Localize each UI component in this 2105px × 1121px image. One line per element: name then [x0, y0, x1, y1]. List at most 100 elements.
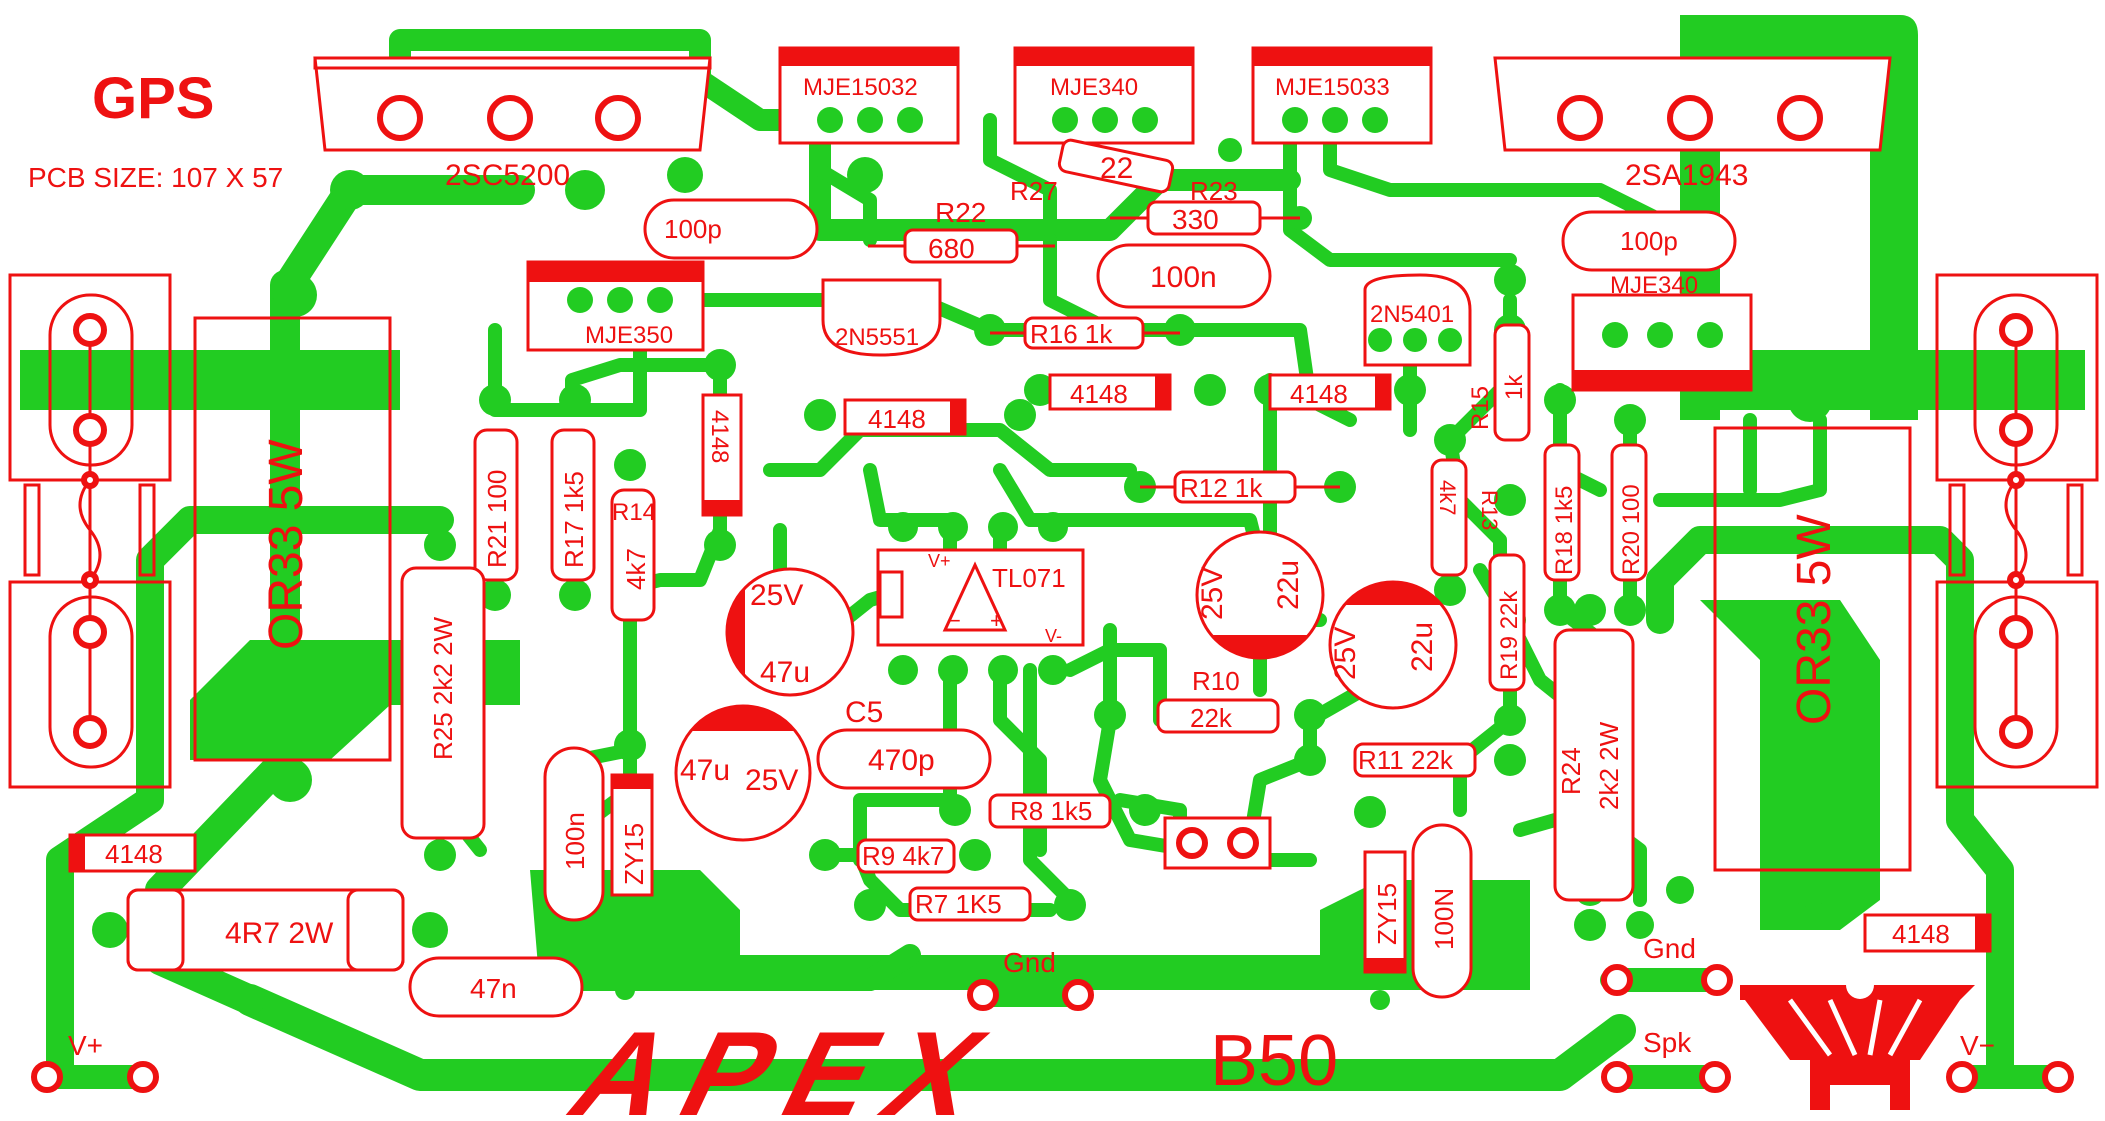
pad	[565, 170, 605, 210]
capacitor-22u-d-value: 22u	[1406, 622, 1439, 672]
resistor-r14-value: 4k7	[621, 548, 651, 590]
pad	[1494, 484, 1526, 516]
pad	[424, 839, 456, 871]
capacitor-c5-body	[816, 728, 992, 790]
pad	[1024, 374, 1056, 406]
pad	[704, 349, 736, 381]
resistor-r10-body	[1156, 698, 1280, 734]
capacitor-100n-top-body	[1096, 243, 1272, 309]
diode-4148-c-band	[1375, 375, 1390, 409]
resistor-4r7-end-left	[126, 888, 185, 972]
pad	[1218, 138, 1242, 162]
pad	[1647, 322, 1673, 348]
pad	[273, 273, 317, 317]
pad	[1574, 909, 1606, 941]
transistor-mje15033-label: MJE15033	[1275, 74, 1390, 101]
transistor-mje15032-label: MJE15032	[803, 74, 918, 101]
pad	[559, 579, 591, 611]
transistor-2sa1943-label: 2SA1943	[1625, 159, 1748, 192]
pad	[92, 912, 128, 948]
transistor-2sc5200-label: 2SC5200	[445, 159, 570, 192]
ic-tl071-opamp-symbol	[942, 561, 1008, 632]
pad	[1614, 594, 1646, 626]
capacitor-47u-a-value: 47u	[760, 656, 810, 689]
pad-2sc5200-b	[377, 95, 423, 141]
pad	[988, 655, 1018, 685]
outer-trace-left	[46, 506, 454, 1089]
pad	[330, 170, 370, 210]
resistor-r27-value: 22	[1100, 152, 1133, 185]
connector-vplus	[31, 1061, 159, 1093]
resistor-r27-body	[1057, 138, 1175, 194]
pad	[615, 980, 635, 1000]
pad-2sa1943-b	[1557, 95, 1603, 141]
transistor-mje340-right-label: MJE340	[1610, 272, 1698, 299]
diode-4148-right-body	[1863, 913, 1992, 953]
diode-4148-right-band	[1975, 915, 1990, 951]
resistor-r10-name: R10	[1192, 666, 1240, 696]
resistor-r11-body	[1353, 742, 1477, 778]
zener-zy15-b-label: ZY15	[1372, 883, 1402, 945]
pad	[1194, 374, 1226, 406]
capacitor-100n-right-label: 100N	[1429, 888, 1459, 950]
resistor-r15-body	[1493, 323, 1531, 442]
vminus-pour-right	[1700, 600, 1880, 930]
pad	[479, 579, 511, 611]
pad	[1354, 796, 1386, 828]
pad	[647, 287, 673, 313]
diode-4148-right-label: 4148	[1892, 919, 1950, 949]
pad	[424, 529, 456, 561]
pad	[959, 839, 991, 871]
capacitor-22u-c-voltage: 25V	[1196, 567, 1229, 620]
pad-2sc5200-c	[487, 95, 533, 141]
silkscreen-layer: GPS PCB SIZE: 107 X 57 2SC5200 2SA1943 M…	[8, 46, 2099, 1121]
resistor-r21-label: R21 100	[482, 470, 512, 568]
pad	[607, 287, 633, 313]
transistor-mje340-right-tab	[1573, 370, 1751, 390]
pad	[1322, 107, 1348, 133]
speaker-icon	[1740, 971, 1975, 1110]
connector-gnd-mid-label: Gnd	[1003, 947, 1056, 978]
resistor-r9-body	[856, 838, 956, 874]
resistor-r7-body	[908, 886, 1032, 922]
pad	[1054, 889, 1086, 921]
pad	[938, 655, 968, 685]
zener-zy15-b-band	[1365, 958, 1405, 972]
pad	[804, 399, 836, 431]
transistor-2n5551-label: 2N5551	[835, 324, 919, 351]
pad	[479, 384, 511, 416]
pad	[1132, 107, 1158, 133]
pad	[1544, 594, 1576, 626]
connector-vminus-label: V−	[1960, 1030, 1995, 1061]
pad	[1294, 744, 1326, 776]
diode-4148-b-label: 4148	[1070, 379, 1128, 409]
ic-tl071-notch	[878, 570, 904, 619]
pad	[888, 512, 918, 542]
transistor-2n5401-label: 2N5401	[1370, 301, 1454, 328]
pad	[1788, 863, 1832, 907]
resistor-r25-label: R25 2k2 2W	[428, 616, 458, 760]
pad	[897, 107, 923, 133]
pad	[1370, 990, 1390, 1010]
pad	[857, 107, 883, 133]
resistor-or33-left-body	[193, 316, 392, 762]
connector-gnd-right	[1601, 964, 1733, 996]
trace-i	[1043, 233, 1187, 337]
capacitor-22u-d-stripe	[1345, 582, 1441, 605]
pad	[667, 157, 703, 193]
resistor-r20-body	[1610, 443, 1648, 582]
zener-zy15-a-label: ZY15	[619, 823, 649, 885]
diode-4148-d-body	[701, 393, 743, 517]
resistor-r27-name: R27	[1010, 176, 1058, 206]
resistor-r8-label: R8 1k5	[1010, 796, 1092, 826]
apex-logo-icon: APEX	[551, 1007, 1028, 1121]
resistor-r13-name: R13	[1477, 490, 1502, 530]
pad	[614, 449, 646, 481]
pad	[1438, 328, 1462, 352]
pad	[817, 107, 843, 133]
transistor-2sc5200-tab	[313, 56, 712, 70]
capacitor-22u-d-body	[1328, 580, 1458, 710]
pad	[988, 512, 1018, 542]
capacitor-47n-label: 47n	[470, 973, 517, 1004]
